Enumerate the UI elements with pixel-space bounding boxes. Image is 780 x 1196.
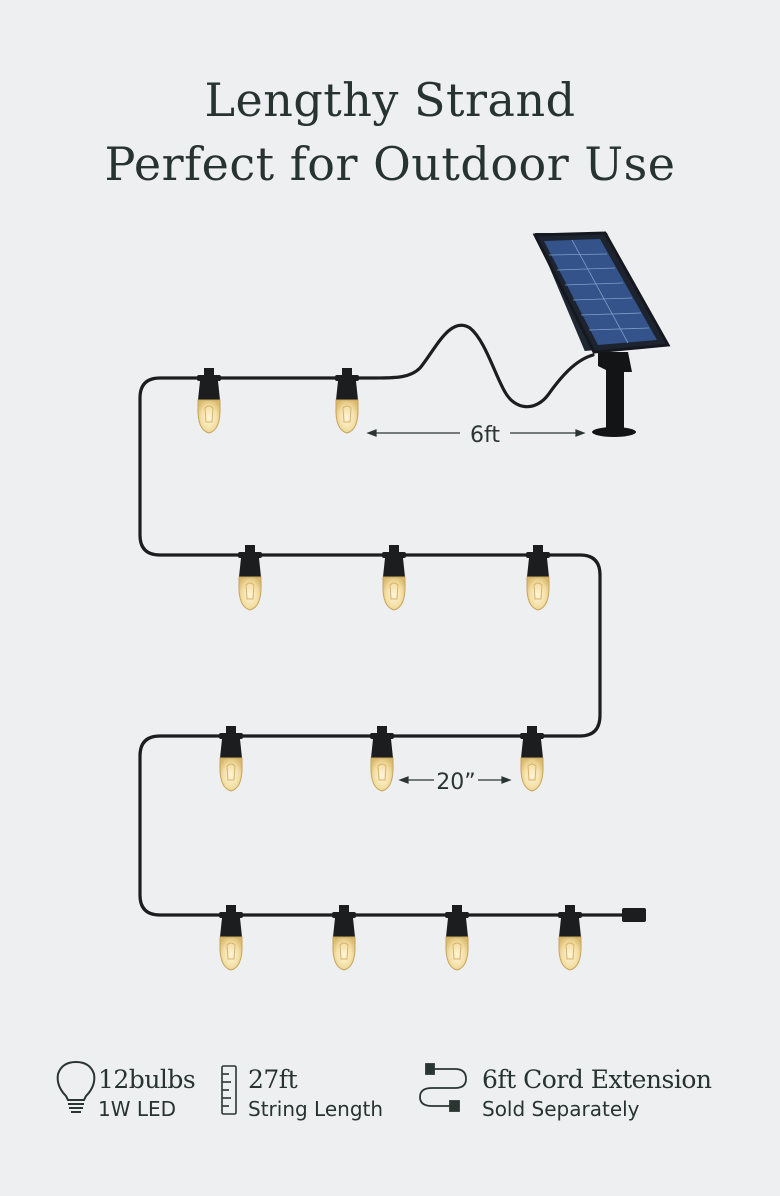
spec-bulbs-wattage: 1W LED: [98, 1097, 177, 1121]
solar-stake-base: [592, 427, 636, 437]
spec-length-value: 27ft: [248, 1065, 298, 1094]
spec-bulbs: 12bulbs 1W LED: [98, 1064, 196, 1122]
light-bulb: [557, 904, 583, 971]
spec-length: 27ft String Length: [248, 1064, 383, 1122]
light-bulb: [334, 367, 360, 434]
light-strand-cord: [138, 323, 627, 917]
end-connector: [622, 908, 646, 922]
spec-extension-title: 6ft Cord Extension: [482, 1065, 712, 1094]
light-bulb: [237, 544, 263, 611]
headline-line-2: Perfect for Outdoor Use: [104, 137, 676, 191]
spec-bulbs-count: 12bulbs: [98, 1065, 196, 1094]
spec-length-label: String Length: [248, 1097, 384, 1121]
spec-extension-note: Sold Separately: [482, 1097, 640, 1121]
bulb-spacing-label: 20”: [436, 770, 475, 795]
solar-cell-grid: [548, 239, 650, 344]
light-bulb: [444, 904, 470, 971]
light-bulb: [218, 904, 244, 971]
light-bulb: [525, 544, 551, 611]
light-bulb: [196, 367, 222, 434]
light-bulb: [331, 904, 357, 971]
bulb-icon: [56, 1060, 96, 1113]
light-bulb: [218, 725, 244, 792]
spec-extension: 6ft Cord Extension Sold Separately: [482, 1064, 712, 1122]
light-bulb: [519, 725, 545, 792]
cord-icon: [419, 1063, 467, 1112]
ruler-icon: [221, 1065, 237, 1115]
headline-line-1: Lengthy Strand: [204, 73, 576, 127]
light-bulb: [369, 725, 395, 792]
solar-panel-mount: [598, 352, 632, 428]
bulb-spacing-arrow: [398, 776, 512, 784]
cord-length-label: 6ft: [470, 423, 500, 448]
light-bulb: [381, 544, 407, 611]
cord-length-arrow: [366, 429, 586, 437]
